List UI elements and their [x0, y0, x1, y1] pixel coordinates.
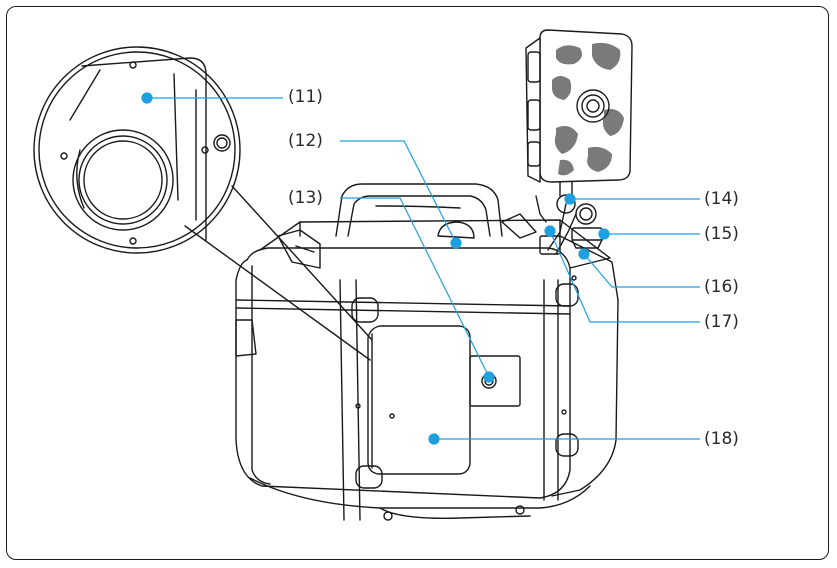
leader-dot-13: [483, 371, 495, 383]
leader-lines: [141, 92, 700, 445]
callout-18: (18): [704, 429, 739, 449]
callout-14: (14): [704, 189, 739, 209]
callout-11: (11): [288, 87, 323, 107]
hard-case: [235, 183, 619, 521]
camouflage-pattern: [552, 42, 624, 176]
leader-dot-14: [564, 193, 576, 205]
diagram-frame: [6, 6, 829, 560]
leader-dot-12: [450, 237, 462, 249]
lens-detail-inset: [33, 46, 241, 254]
leader-dot-17: [544, 225, 556, 237]
callout-12: (12): [288, 131, 323, 151]
leader-dot-15: [598, 228, 610, 240]
leader-12: [340, 140, 457, 244]
leader-16: [583, 253, 700, 288]
leader-dot-18: [428, 433, 440, 445]
callout-16: (16): [704, 277, 739, 297]
rear-cover-plate: [367, 325, 471, 475]
leader-dot-16: [578, 248, 590, 260]
callout-13: (13): [288, 188, 323, 208]
camera-mount-assembly: [525, 29, 633, 255]
leader-13: [340, 197, 490, 378]
leader-17: [549, 230, 700, 323]
callout-15: (15): [704, 224, 739, 244]
callout-17: (17): [704, 312, 739, 332]
leader-dot-11: [141, 92, 153, 104]
